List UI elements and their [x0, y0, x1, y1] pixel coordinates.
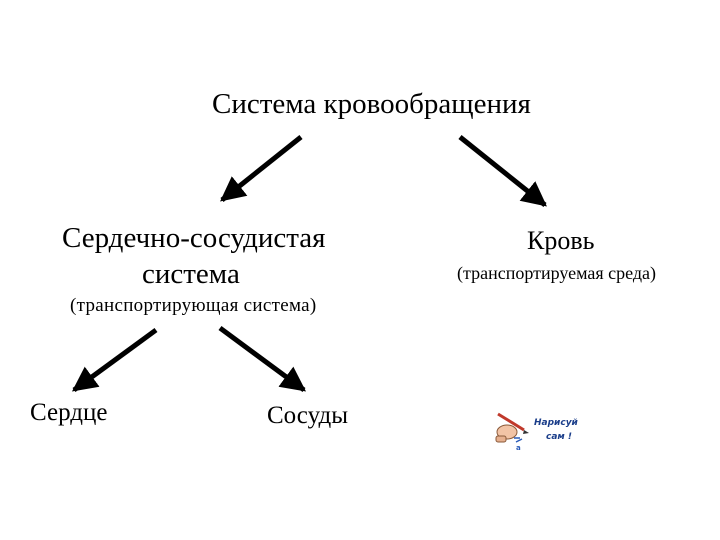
svg-text:a: a [516, 444, 521, 452]
heart-label: Сердце [30, 400, 107, 425]
blood-label: Кровь [527, 228, 594, 254]
vessels-label: Сосуды [267, 403, 348, 428]
blood-subtitle: (транспортируемая среда) [457, 264, 656, 282]
cardiovascular-label-line2: система [142, 260, 240, 289]
badge-text-line1: Нарисуй [534, 418, 578, 428]
cardiovascular-label-line1: Сердечно-сосудистая [62, 224, 326, 253]
cardiovascular-subtitle: (транспортирующая система) [70, 296, 317, 315]
badge-text-line2: сам ! [546, 432, 572, 442]
arrow-to-cardiovascular [222, 137, 301, 200]
diagram-title: Система кровообращения [212, 90, 531, 119]
arrow-to-heart [74, 330, 156, 390]
arrow-to-blood [460, 137, 545, 205]
arrow-to-vessels [220, 328, 304, 390]
hand-with-pencil-icon: a [494, 408, 534, 452]
draw-yourself-badge[interactable]: a Нарисуй сам ! [494, 408, 590, 452]
